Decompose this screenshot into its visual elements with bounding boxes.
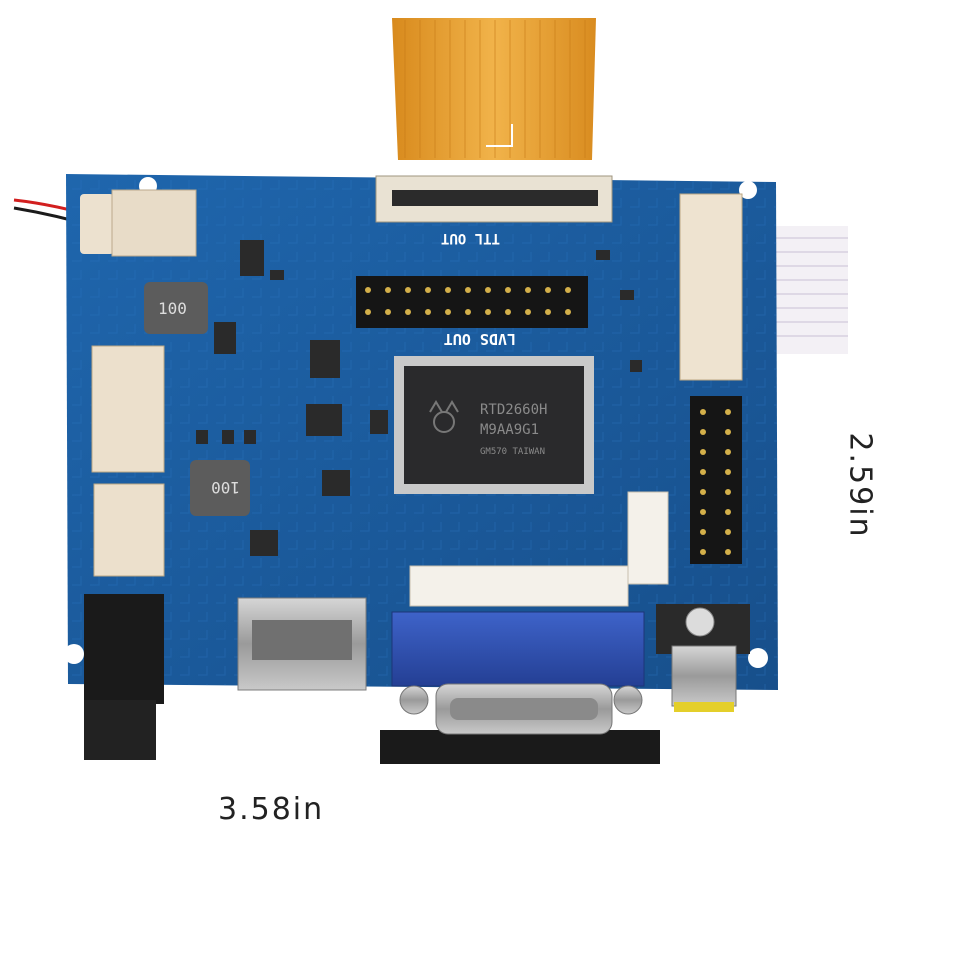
chip-line-3: GM570 TAIWAN: [480, 447, 545, 457]
power-connector: [80, 189, 197, 257]
ttl-connector: [375, 175, 613, 223]
ffc-ribbon-cable: [392, 18, 596, 160]
ttl-silkscreen: TTL OUT: [441, 230, 500, 246]
wide-white-connector: [409, 565, 629, 607]
height-dimension-label: 2.59in: [842, 432, 878, 539]
smd-components: [196, 240, 642, 556]
rca-av-jack: [656, 604, 750, 712]
right-pin-header: [690, 396, 742, 564]
inductor-1: [144, 282, 208, 334]
hdmi-port: [237, 597, 367, 691]
side-connector-2: [93, 483, 165, 577]
vga-port: [380, 611, 660, 764]
side-connector-1: [91, 345, 165, 473]
chip-line-1: RTD2660H: [480, 402, 547, 418]
inductor-1-label: 100: [158, 299, 187, 318]
dc-power-jack: [84, 594, 164, 760]
right-connector: [679, 193, 743, 381]
rtd2660h-chip: [394, 356, 594, 494]
chip-line-2: M9AA9G1: [480, 422, 539, 438]
inductor-2-label: 100: [211, 478, 240, 497]
lvds-silkscreen: LVDS OUT: [444, 330, 516, 348]
small-white-connector: [627, 491, 669, 585]
realtek-crab-logo-icon: [429, 400, 459, 433]
width-dimension-label: 3.58in: [218, 792, 325, 827]
lvds-pin-header: [356, 276, 588, 328]
inductor-2: [190, 460, 250, 516]
